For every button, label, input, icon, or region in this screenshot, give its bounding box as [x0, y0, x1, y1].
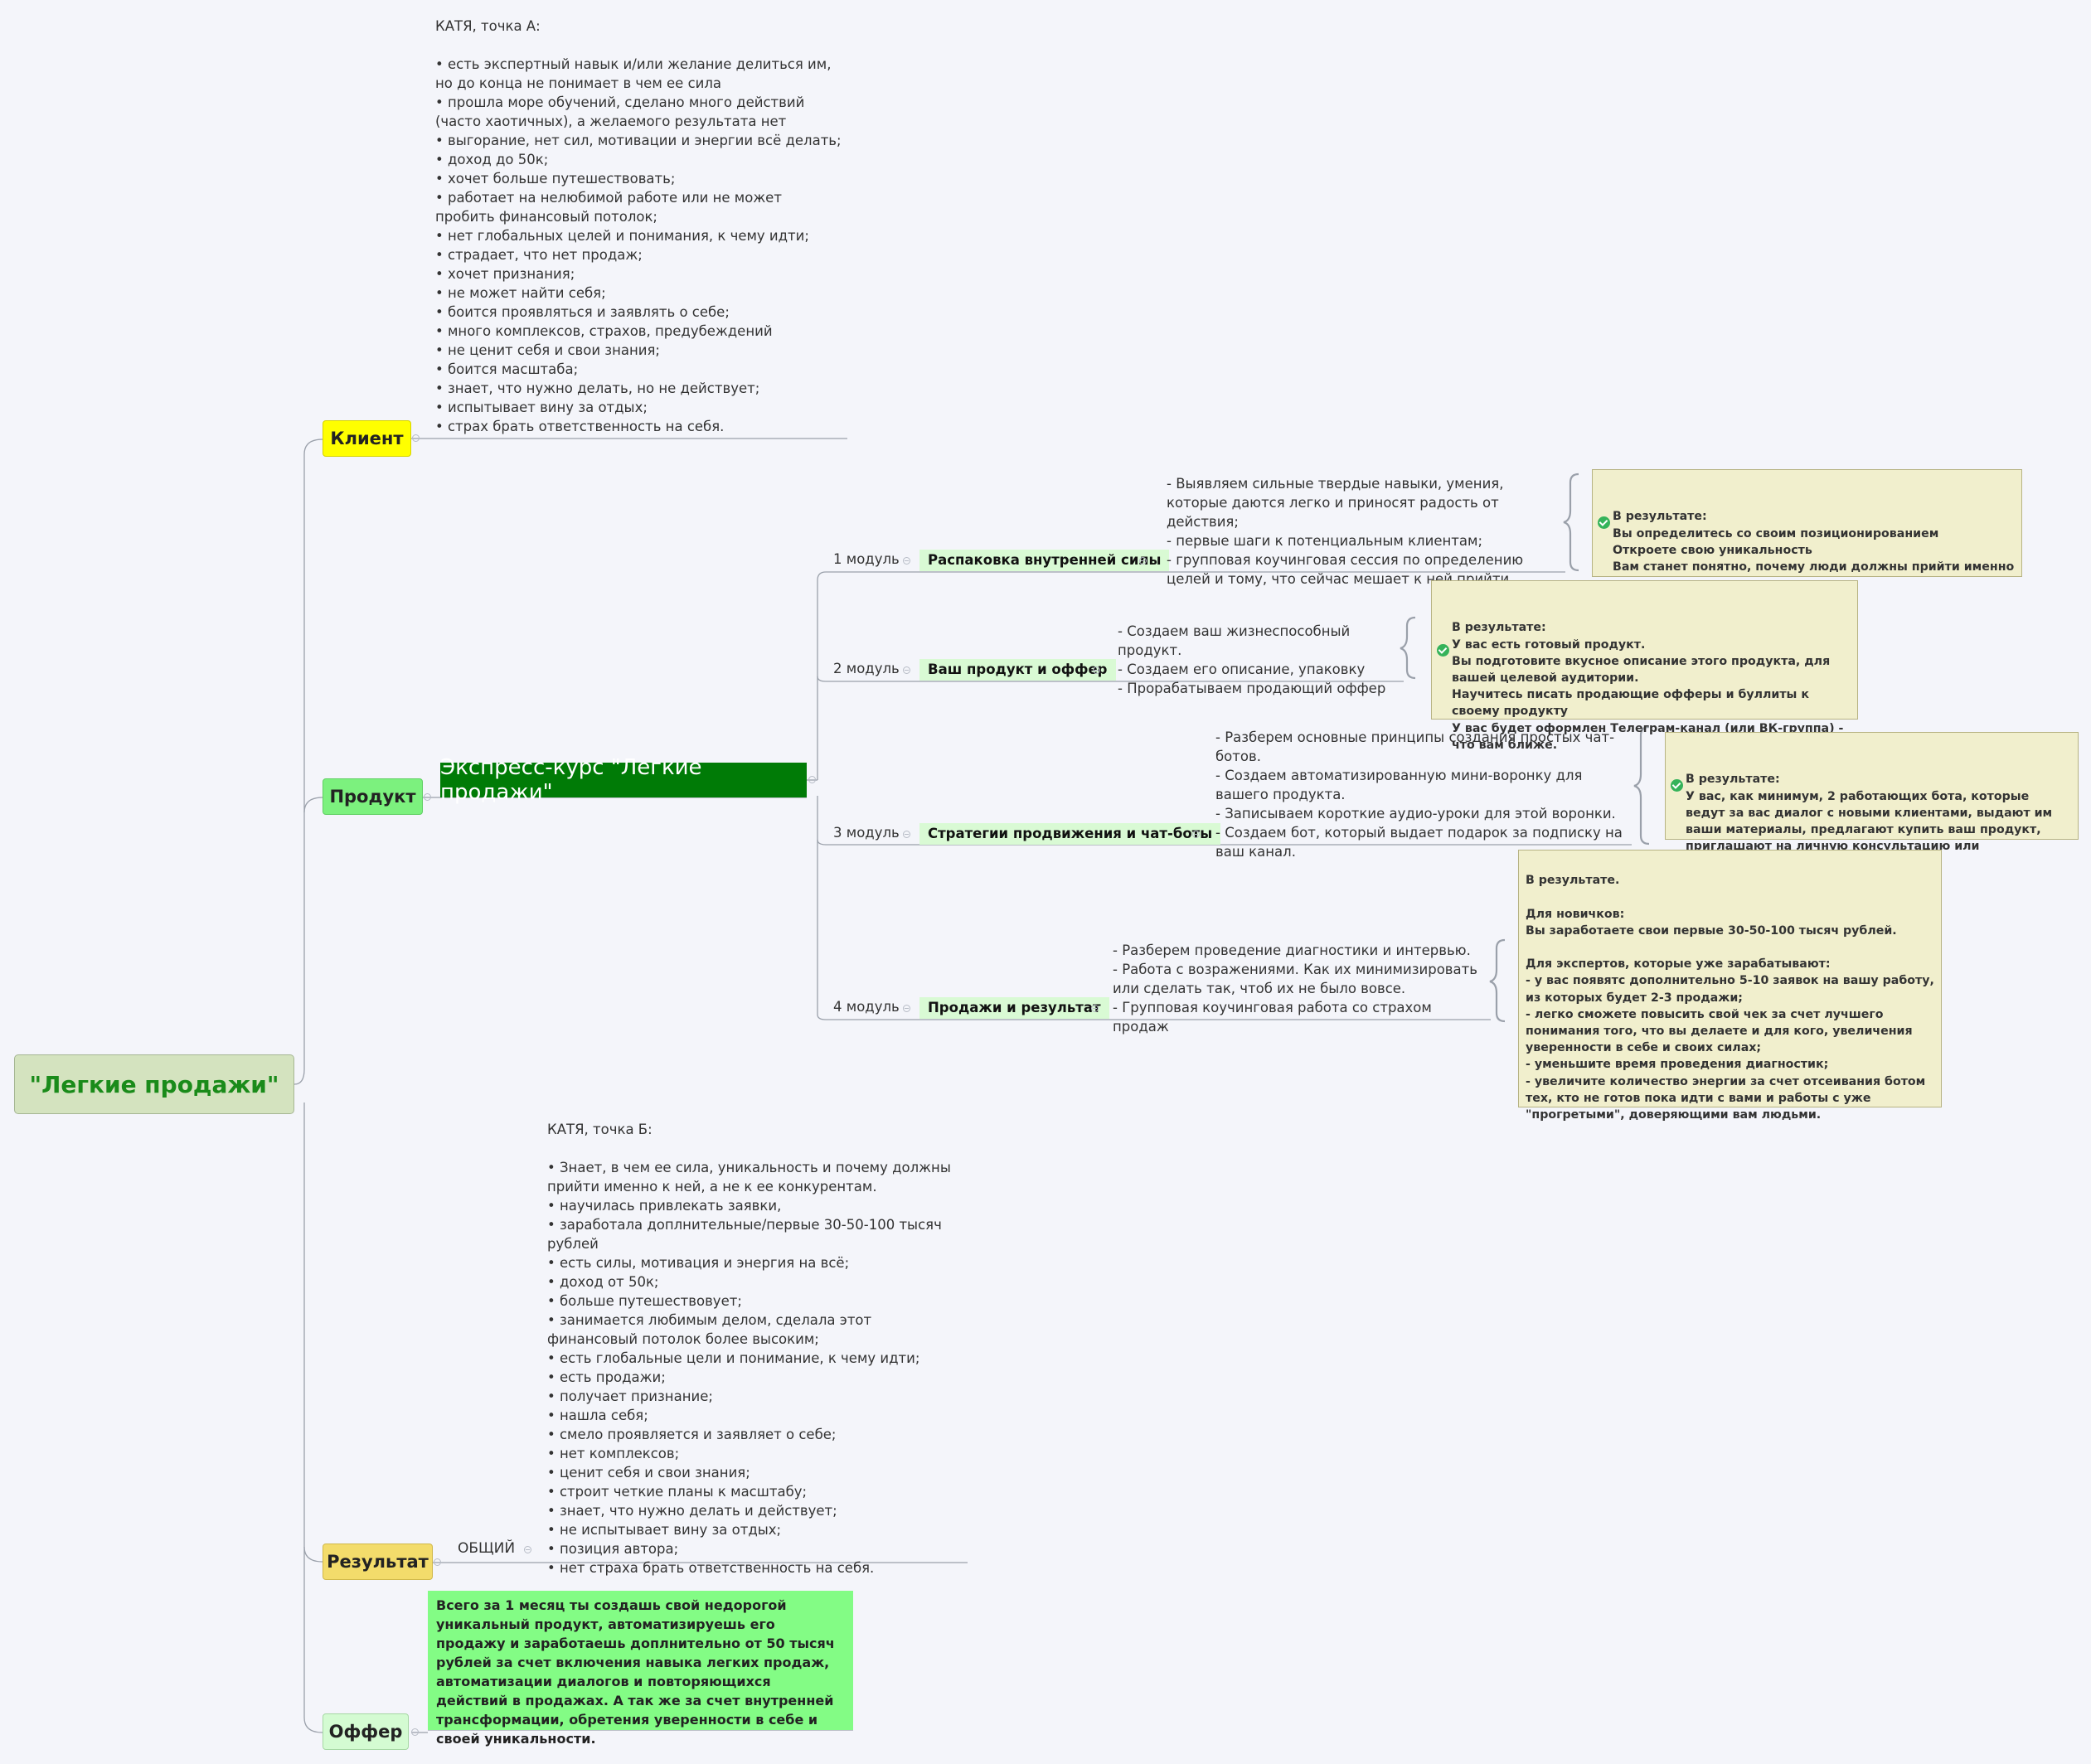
collapse-client-icon[interactable] [412, 434, 420, 442]
result-note-spacer [547, 1139, 966, 1158]
list-item: • есть продажи; [547, 1369, 666, 1385]
module-4-title[interactable]: Продажи и результат [919, 997, 1109, 1019]
module-2-details: - Создаем ваш жизнеспособный продукт. - … [1118, 623, 1386, 696]
list-item: • не ценит себя и свои знания; [435, 342, 660, 358]
client-note-list: • есть экспертный навык и/или желание де… [435, 55, 842, 436]
module-3-title[interactable]: Стратегии продвижения и чат-боты [919, 823, 1221, 845]
list-item: • много комплексов, страхов, предубежден… [435, 323, 773, 339]
list-item: • страх брать ответственность на себя. [435, 419, 725, 434]
collapse-result-icon[interactable] [434, 1558, 441, 1566]
branch-client[interactable]: Клиент [323, 420, 411, 457]
module-4-result: В результате. Для новичков: Вы заработае… [1518, 850, 1942, 1122]
collapse-offer-icon[interactable] [411, 1728, 419, 1736]
list-item: • заработала доплнительные/первые 30-50-… [547, 1217, 942, 1252]
offer-text: Всего за 1 месяц ты создашь свой недорог… [428, 1591, 853, 1747]
module-4-label: 4 модуль [833, 999, 900, 1015]
module-1-details: - Выявляем сильные твердые навыки, умени… [1167, 476, 1524, 587]
list-item: • нашла себя; [547, 1408, 648, 1423]
check-icon [1598, 516, 1610, 529]
list-item: • есть глобальные цели и понимание, к че… [547, 1350, 920, 1366]
module-3-result: В результате: У вас, как минимум, 2 рабо… [1665, 732, 2079, 870]
list-item: • работает на нелюбимой работе или не мо… [435, 190, 782, 225]
branch-offer[interactable]: Оффер [323, 1713, 409, 1750]
list-item: • не может найти себя; [435, 285, 606, 301]
module-2-result: В результате: У вас есть готовый продукт… [1431, 580, 1858, 752]
list-item: • боится проявляться и заявлять о себе; [435, 304, 730, 320]
collapse-module-2-details-icon[interactable] [1093, 666, 1100, 674]
course-topic[interactable]: Экспресс-курс "Легкие продажи" [440, 755, 807, 805]
result-note-heading: КАТЯ, точка Б: [547, 1122, 653, 1137]
collapse-course-icon[interactable] [808, 776, 816, 783]
list-item: • доход от 50к; [547, 1274, 659, 1290]
list-item: • есть силы, мотивация и энергия на всё; [547, 1255, 850, 1271]
list-item: • не испытывает вину за отдых; [547, 1522, 782, 1538]
collapse-module-3-details-icon[interactable] [1192, 831, 1200, 838]
list-item: • нет страха брать ответственность на се… [547, 1560, 875, 1576]
module-2-result-text: В результате: У вас есть готовый продукт… [1452, 621, 1844, 752]
list-item: • смело проявляется и заявляет о себе; [547, 1427, 837, 1442]
list-item: • доход до 50к; [435, 152, 549, 167]
collapse-result-sublabel-icon[interactable] [524, 1546, 531, 1553]
module-1-label: 1 модуль [833, 551, 900, 567]
module-1-title[interactable]: Распаковка внутренней силы [919, 550, 1170, 571]
module-4-result-text: В результате. Для новичков: Вы заработае… [1526, 874, 1934, 1122]
module-3-label: 3 модуль [833, 825, 900, 841]
list-item: • страдает, что нет продаж; [435, 247, 643, 263]
list-item: • выгорание, нет сил, мотивации и энерги… [435, 133, 842, 148]
root-topic[interactable]: "Легкие продажи" [14, 1054, 294, 1114]
list-item: • боится масштаба; [435, 361, 579, 377]
collapse-product-icon[interactable] [424, 793, 431, 801]
module-1-result-text: В результате: Вы определитесь со своим п… [1613, 510, 2015, 623]
client-note: КАТЯ, точка А: • есть экспертный навык и… [435, 17, 842, 436]
list-item: • нет глобальных целей и понимания, к че… [435, 228, 809, 244]
list-item: • прошла море обучений, сделано много де… [435, 94, 805, 129]
result-note-list: • Знает, в чем ее сила, уникальность и п… [547, 1158, 966, 1577]
collapse-module-4-details-icon[interactable] [1091, 1005, 1099, 1012]
module-1-result: В результате: Вы определитесь со своим п… [1592, 469, 2022, 624]
module-3-result-text: В результате: У вас, как минимум, 2 рабо… [1686, 773, 2053, 870]
list-item: • получает признание; [547, 1388, 713, 1404]
list-item: • хочет больше путешествовать; [435, 171, 676, 187]
list-item: • знает, что нужно делать и действует; [547, 1503, 837, 1519]
list-item: • ценит себя и свои знания; [547, 1465, 750, 1480]
list-item: • позиция автора; [547, 1541, 679, 1557]
module-3-details: - Разберем основные принципы создания пр… [1215, 729, 1623, 860]
collapse-module-1-details-icon[interactable] [1139, 557, 1147, 565]
list-item: • больше путешествовует; [547, 1293, 742, 1309]
list-item: • научилась привлекать заявки, [547, 1198, 782, 1214]
collapse-module-2-icon[interactable] [903, 666, 910, 674]
branch-result[interactable]: Результат [323, 1544, 433, 1580]
client-note-heading: КАТЯ, точка А: [435, 18, 541, 34]
list-item: • знает, что нужно делать, но не действу… [435, 380, 760, 396]
list-item: • хочет признания; [435, 266, 575, 282]
module-4-details: - Разберем проведение диагностики и инте… [1113, 943, 1477, 1035]
list-item: • занимается любимым делом, сделала этот… [547, 1312, 872, 1347]
collapse-module-1-icon[interactable] [903, 557, 910, 565]
module-2-label: 2 модуль [833, 661, 900, 676]
check-icon [1437, 644, 1449, 657]
module-2-title[interactable]: Ваш продукт и оффер [919, 659, 1116, 681]
list-item: • Знает, в чем ее сила, уникальность и п… [547, 1160, 951, 1195]
collapse-module-3-icon[interactable] [903, 831, 910, 838]
list-item: • нет комплексов; [547, 1446, 680, 1461]
branch-product[interactable]: Продукт [323, 778, 423, 815]
result-sublabel[interactable]: ОБЩИЙ [458, 1540, 516, 1557]
check-icon [1671, 779, 1683, 792]
list-item: • есть экспертный навык и/или желание де… [435, 56, 832, 91]
collapse-module-4-icon[interactable] [903, 1005, 910, 1012]
list-item: • строит четкие планы к масштабу; [547, 1484, 808, 1500]
client-note-spacer [435, 36, 842, 55]
list-item: • испытывает вину за отдых; [435, 400, 648, 415]
result-note: КАТЯ, точка Б: • Знает, в чем ее сила, у… [547, 1120, 966, 1577]
